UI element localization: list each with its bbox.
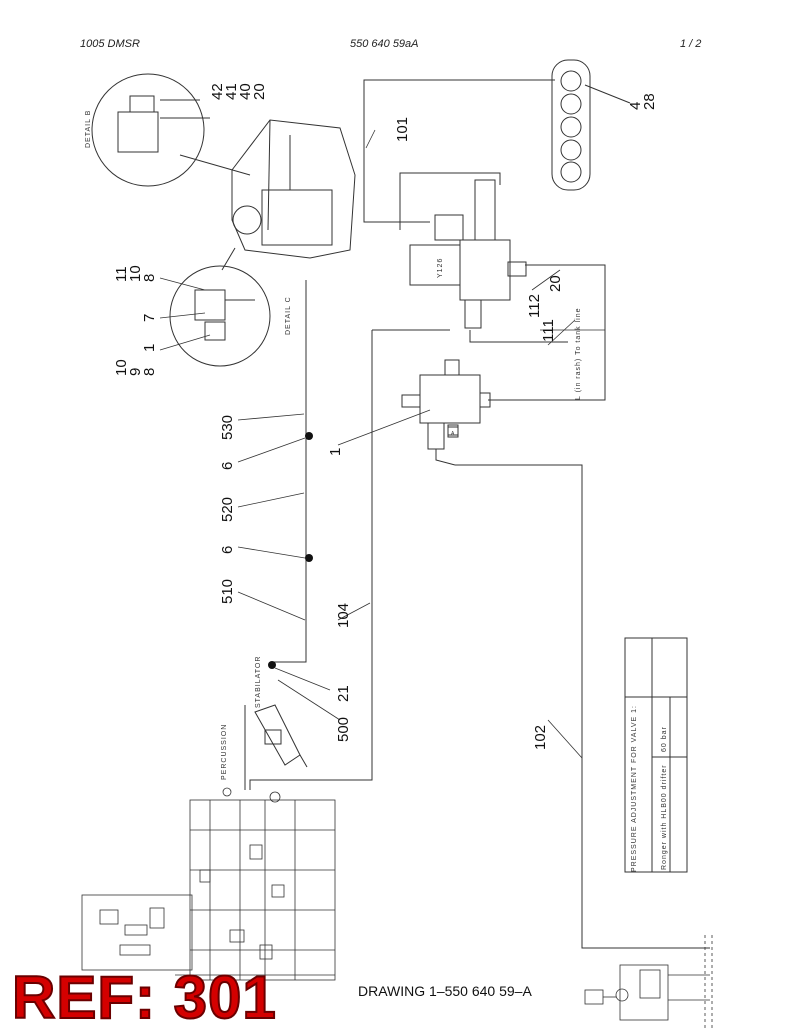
percussion-label: PERCUSSION: [221, 724, 228, 780]
callout-8-lower: 8: [141, 368, 158, 376]
callout-111: 111: [540, 319, 557, 342]
callout-7: 7: [141, 314, 158, 322]
detail-b-label: DETAIL B: [85, 110, 92, 148]
stabilator-valve: [244, 704, 308, 790]
hydraulic-schematic: [81, 787, 336, 981]
header-right: 1 / 2: [680, 38, 702, 50]
pressure-title: PRESSURE ADJUSTMENT FOR VALVE 1:: [631, 705, 638, 872]
callout-104: 104: [335, 603, 352, 628]
callout-10-upper: 10: [127, 265, 144, 282]
gauge-panel: [551, 59, 631, 191]
leader-lines: [159, 129, 605, 759]
callout-102: 102: [532, 725, 549, 750]
callout-20-top: 20: [251, 83, 268, 100]
detail-c-label: DETAIL C: [285, 296, 292, 335]
to-tank-line-label: L (in rash) To tank line: [575, 308, 582, 400]
drawing-caption: DRAWING 1–550 640 59–A: [358, 983, 532, 999]
pressure-valve-1: [401, 359, 491, 466]
callout-9: 9: [127, 368, 144, 376]
stabilator-label: STABILATOR: [255, 656, 262, 708]
callout-11: 11: [113, 266, 130, 282]
callout-6-lower: 6: [219, 546, 236, 554]
drill-unit: [231, 119, 356, 259]
callout-4: 4: [627, 102, 644, 110]
callout-1-detail: 1: [141, 344, 158, 352]
callout-42: 42: [209, 83, 226, 100]
hose-line-102: [455, 464, 710, 949]
detail-c: [169, 247, 271, 367]
hose-line-101: [363, 79, 555, 223]
pressure-table: [624, 637, 688, 873]
callout-101: 101: [394, 117, 411, 142]
ref-stamp: REF: 301: [11, 964, 277, 1031]
callout-500: 500: [335, 717, 352, 742]
hose-line-104: [249, 330, 373, 790]
box-a-label: A: [451, 431, 455, 437]
node-6-lower: [305, 554, 313, 562]
y126-label: Y126: [437, 258, 444, 278]
node-6-upper: [305, 432, 313, 440]
hose-line-500: [272, 280, 307, 663]
callout-6-upper: 6: [219, 462, 236, 470]
pressure-value: 60 bar: [661, 726, 668, 752]
pressure-desc: Ronger with HLB00 drifter: [661, 764, 668, 870]
header-left: 1005 DMSR: [80, 38, 140, 50]
callout-21: 21: [335, 685, 352, 702]
hose-line-top: [399, 172, 501, 230]
callout-28: 28: [641, 93, 658, 110]
header-center: 550 640 59aA: [350, 38, 419, 50]
hose-line-111: [469, 330, 568, 343]
callout-510: 510: [219, 579, 236, 604]
callout-41: 41: [223, 83, 240, 100]
callout-8-upper: 8: [141, 274, 158, 282]
callout-530: 530: [219, 415, 236, 440]
node-21: [268, 661, 276, 669]
callout-20-right: 20: [547, 275, 564, 292]
callout-10-lower: 10: [113, 359, 130, 376]
callout-1-valve: 1: [327, 448, 344, 456]
hose-line-112: [488, 264, 606, 401]
callout-520: 520: [219, 497, 236, 522]
detail-b: [91, 73, 251, 187]
callout-40: 40: [237, 83, 254, 100]
tank-schematic: [584, 935, 713, 1030]
solenoid-valve-assembly: [409, 179, 527, 329]
callout-112: 112: [526, 294, 543, 318]
